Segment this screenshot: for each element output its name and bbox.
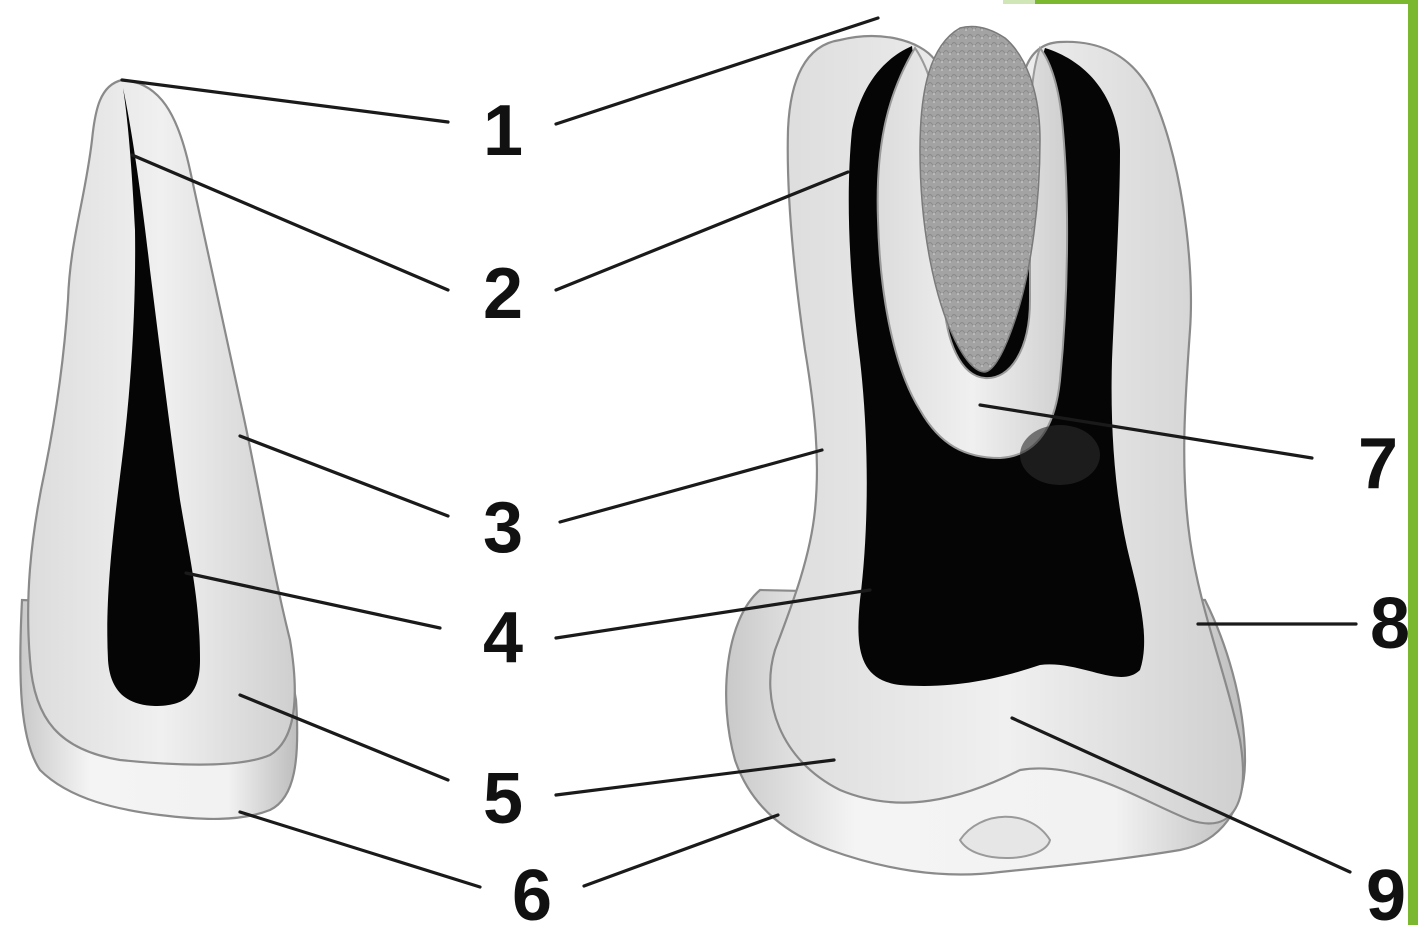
label-1: 1: [483, 91, 523, 171]
leader-6-right: [584, 815, 778, 886]
label-3: 3: [483, 488, 523, 568]
label-6: 6: [512, 856, 552, 925]
label-9: 9: [1366, 856, 1406, 925]
leader-3-right: [560, 450, 822, 522]
leader-3-left: [240, 436, 448, 516]
label-5: 5: [483, 759, 523, 839]
label-8: 8: [1370, 584, 1410, 664]
leader-6-left: [240, 812, 480, 887]
label-4: 4: [483, 598, 523, 678]
label-7: 7: [1358, 424, 1398, 504]
label-2: 2: [483, 254, 523, 334]
molar-pulp-highlight: [1020, 425, 1100, 485]
molar-section: [726, 26, 1245, 874]
incisor-section: [20, 80, 297, 819]
